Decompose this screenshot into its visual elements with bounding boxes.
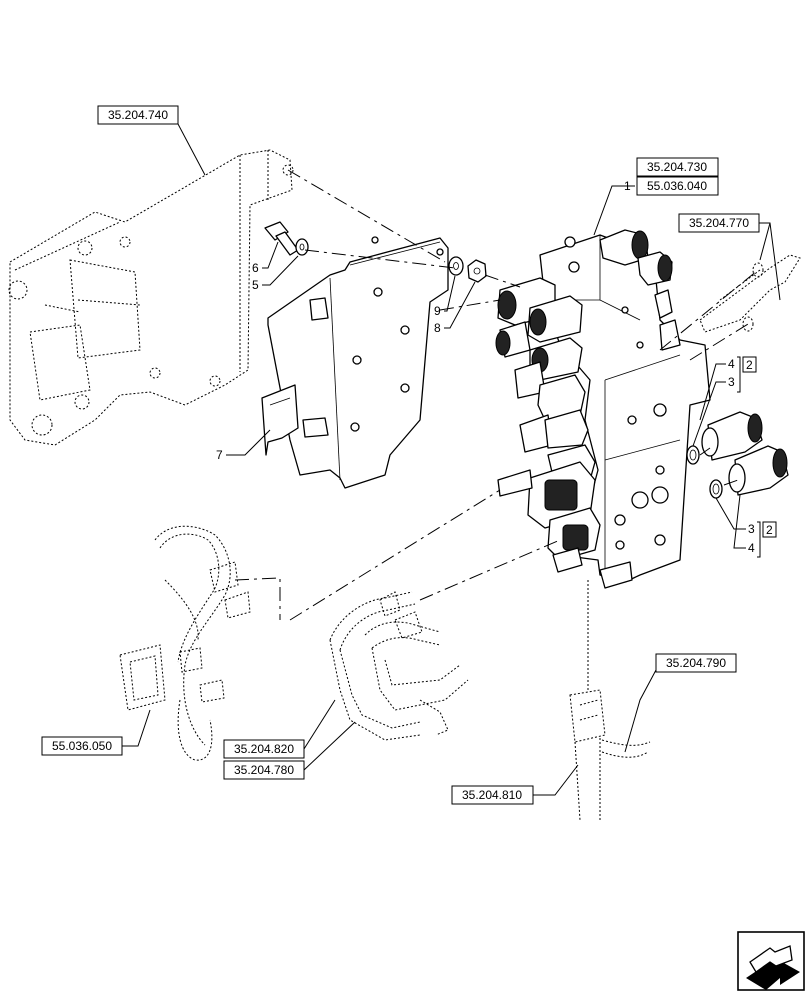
callout-2-bottom: 2 <box>766 523 773 537</box>
washer-part-9 <box>448 256 464 276</box>
callout-4-top: 4 <box>728 357 735 371</box>
washer-part-5 <box>295 238 309 256</box>
leader-770b <box>759 222 771 261</box>
o-ring-lower-part-3 <box>709 479 723 499</box>
sensor-ghost-790-810 <box>569 580 651 821</box>
valve-block-part-1 <box>495 229 711 589</box>
leader-5 <box>262 255 299 286</box>
leader-9 <box>444 275 456 312</box>
ref-box-55-036-040[interactable]: 55.036.040 <box>636 176 719 196</box>
coupler-upper-part-4 <box>701 411 763 461</box>
callout-2-top: 2 <box>746 358 753 372</box>
leader-8 <box>444 281 476 329</box>
o-ring-upper-part-3 <box>686 445 700 465</box>
leader-3-top <box>692 381 726 447</box>
ref-label-770: 35.204.770 <box>689 216 749 230</box>
callout-7: 7 <box>216 448 223 462</box>
callout-4-bottom: 4 <box>748 541 755 555</box>
harness-ghost-050 <box>119 525 251 761</box>
ref-box-35-204-790[interactable]: 35.204.790 <box>655 653 737 673</box>
ref-label-810: 35.204.810 <box>462 788 522 802</box>
callout-2-bottom-box <box>762 521 777 538</box>
tubes-ghost-770 <box>699 254 801 333</box>
ref-label-740: 35.204.740 <box>108 108 168 122</box>
callout-3-top: 3 <box>728 375 735 389</box>
ref-label-040: 55.036.040 <box>647 179 707 193</box>
ref-label-050: 55.036.050 <box>52 739 112 753</box>
leader-7 <box>226 429 271 456</box>
ref-label-780: 35.204.780 <box>234 763 294 777</box>
frame-ghost-drawing <box>8 149 294 446</box>
bracket-top <box>737 356 741 393</box>
callout-5: 5 <box>252 278 259 292</box>
leader-1 <box>593 185 635 236</box>
leader-4-top <box>699 363 726 421</box>
assembly-axis-lines <box>234 169 759 621</box>
leader-740 <box>177 123 206 176</box>
ref-box-35-204-730[interactable]: 35.204.730 <box>636 157 719 177</box>
bolt-part-6 <box>264 221 299 256</box>
ref-box-35-204-780[interactable]: 35.204.780 <box>223 760 305 780</box>
bracket-bottom <box>757 521 761 558</box>
callout-3-bottom: 3 <box>748 522 755 536</box>
leader-3-bottom <box>715 497 746 530</box>
ref-box-35-204-810[interactable]: 35.204.810 <box>451 785 534 805</box>
leader-4-bottom <box>733 494 746 549</box>
ref-box-55-036-050[interactable]: 55.036.050 <box>41 736 123 756</box>
ref-box-35-204-820[interactable]: 35.204.820 <box>223 739 305 759</box>
leader-6 <box>262 241 279 269</box>
leader-820 <box>303 699 336 750</box>
callout-9: 9 <box>434 304 441 318</box>
next-page-arrow-icon[interactable] <box>737 931 805 991</box>
ref-label-820: 35.204.820 <box>234 742 294 756</box>
ref-label-790: 35.204.790 <box>666 656 726 670</box>
nut-part-8 <box>467 259 487 283</box>
mounting-bracket <box>267 236 449 489</box>
callout-8: 8 <box>434 321 441 335</box>
leader-810 <box>533 764 579 796</box>
callout-2-top-box <box>742 356 757 373</box>
leader-790 <box>624 669 657 753</box>
callout-6: 6 <box>252 261 259 275</box>
ref-box-35-204-770[interactable]: 35.204.770 <box>678 213 760 233</box>
clip-part-7 <box>261 384 299 456</box>
ref-label-730: 35.204.730 <box>647 160 707 174</box>
pipes-ghost-820-780 <box>329 591 469 741</box>
leader-780 <box>303 721 356 771</box>
leader-770a <box>759 222 781 301</box>
ref-box-35-204-740[interactable]: 35.204.740 <box>97 105 179 125</box>
leader-050 <box>122 709 151 747</box>
coupler-lower-part-4 <box>728 445 789 496</box>
